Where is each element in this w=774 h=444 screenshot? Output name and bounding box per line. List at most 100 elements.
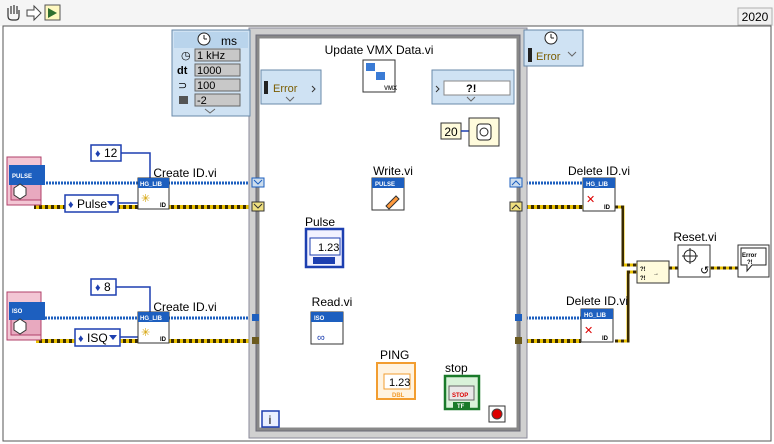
id-text: ID [160,337,167,343]
left-tunnel-iso-err[interactable] [252,337,259,344]
wait-constant[interactable]: 20 [440,117,500,147]
hg-lib-text: HG_LIB [140,316,163,322]
write-label: Write.vi [373,164,413,178]
dropdown-arrow-icon [109,335,117,340]
update-vmx-data-vi[interactable]: Update VMX Data.vi VMX [325,43,434,93]
ping-label: PING [380,348,409,362]
right-error-register-top[interactable] [509,201,523,212]
ping-indicator[interactable]: PING 1.23 DBL [376,348,416,400]
left-tunnel-iso[interactable] [252,314,259,321]
config-offset: 100 [197,80,215,92]
stepper-icon: ♦ [95,282,101,294]
merge-in-2: ?! [640,276,646,282]
glasses-icon: ∞ [317,332,325,344]
stop-label: stop [445,361,468,375]
left-shift-register-top[interactable] [251,177,265,188]
cube-icon [13,183,27,200]
write-vi[interactable]: Write.vi PULSE [371,164,413,211]
config-header: ms [221,34,237,48]
error-out-indicator: ?! [466,83,476,95]
delete-id-label-2: Delete ID.vi [566,294,628,308]
create-id-label-1: Create ID.vi [153,166,216,180]
stepper-icon: ♦ [68,199,74,211]
pulse-value: 1.23 [318,242,339,254]
undo-icon: ↺ [700,265,709,277]
loop-output-node[interactable]: Error [523,29,584,67]
config-source: 1 kHz [197,50,225,62]
hg-lib-text: HG_LIB [140,182,163,188]
left-error-register-top[interactable] [251,201,265,212]
delete-id-vi-2[interactable]: Delete ID.vi HG_LIB ✕ ID [566,294,628,343]
create-id-vi-2[interactable]: Create ID.vi HG_LIB ✳ ID [137,300,217,344]
id-text: ID [602,336,609,342]
pulse-control[interactable]: Pulse 1.23 [304,215,345,269]
stop-button-text: STOP [452,393,468,399]
enum-isq-constant[interactable]: ♦ ISQ [74,328,121,347]
read-vi[interactable]: Read.vi ISO ∞ [310,295,353,345]
dbl-text: DBL [392,393,405,399]
delete-id-label-1: Delete ID.vi [568,164,630,178]
diagram-frame [2,25,772,442]
create-id-vi-1[interactable]: Create ID.vi HG_LIB ✳ ID [137,166,217,210]
iso-ref-text: ISO [12,309,23,315]
reset-label: Reset.vi [673,230,716,244]
loop-config-node[interactable]: ms ◷ 1 kHz dt 1000 ⊃ 100 -2 [171,29,251,117]
stop-condition-terminal[interactable] [488,405,506,423]
inner-left-node[interactable]: Error [260,69,322,105]
update-vmx-label: Update VMX Data.vi [325,43,434,57]
stop-control[interactable]: stop STOP TF [443,361,481,411]
toolbar: 2020 [0,0,774,26]
iso-refnum-constant[interactable]: ISO [6,291,45,341]
enum-isq-value: ISQ [87,331,108,345]
pulse-refnum-constant[interactable]: PULSE [6,156,45,206]
config-dt: 1000 [197,65,221,77]
chip-icon [179,96,188,104]
arrow-icon[interactable] [26,4,42,22]
pan-hand-icon[interactable] [7,5,20,21]
iteration-label: i [269,413,272,427]
merge-errors-node[interactable]: ?! ?! → [636,260,670,284]
sparkle-icon: ✳ [141,327,150,339]
version-label: 2020 [742,10,769,24]
dropdown-arrow-icon [107,201,115,206]
error-in-label: Error [273,83,298,95]
pulse-ref-text: PULSE [12,174,32,180]
simple-error-handler[interactable]: Error ?! [737,244,770,278]
error-text: Error [742,253,757,259]
merge-arrow-icon: → [653,271,659,277]
right-tunnel-iso[interactable] [515,314,522,321]
hg-lib-text: HG_LIB [586,182,609,188]
reset-vi[interactable]: Reset.vi ↺ [673,230,717,278]
numeric-constant-12[interactable]: ♦ 12 [90,144,122,162]
enum-pulse-constant[interactable]: ♦ Pulse [64,194,119,213]
hg-lib-text: HG_LIB [584,313,607,319]
cube-icon [13,318,27,335]
read-label: Read.vi [312,295,353,309]
sparkle-icon: ✳ [141,193,150,205]
right-shift-register-top[interactable] [509,177,523,188]
id-text: ID [604,205,611,211]
config-priority: -2 [197,95,207,107]
constant-8-value: 8 [104,280,111,294]
merge-in-1: ?! [640,267,646,273]
inner-right-node[interactable]: ?! [431,69,515,105]
tf-text: TF [457,404,465,410]
delete-id-vi-1[interactable]: Delete ID.vi HG_LIB ✕ ID [568,164,630,212]
write-pulse-text: PULSE [375,182,395,188]
numeric-constant-8[interactable]: ♦ 8 [90,278,117,296]
right-tunnel-iso-err[interactable] [515,337,522,344]
run-arrow-icon[interactable] [44,4,61,21]
ping-value: 1.23 [389,377,410,389]
pencil-icon [385,195,400,210]
id-text: ID [160,203,167,209]
delete-x-icon: ✕ [586,194,595,206]
delete-x-icon: ✕ [584,325,593,337]
pulse-label: Pulse [305,215,335,229]
error-mark: ?! [747,260,753,266]
create-id-label-2: Create ID.vi [153,300,216,314]
stepper-icon: ♦ [95,148,101,160]
constant-12-value: 12 [104,146,118,160]
iteration-terminal[interactable] [261,410,280,428]
